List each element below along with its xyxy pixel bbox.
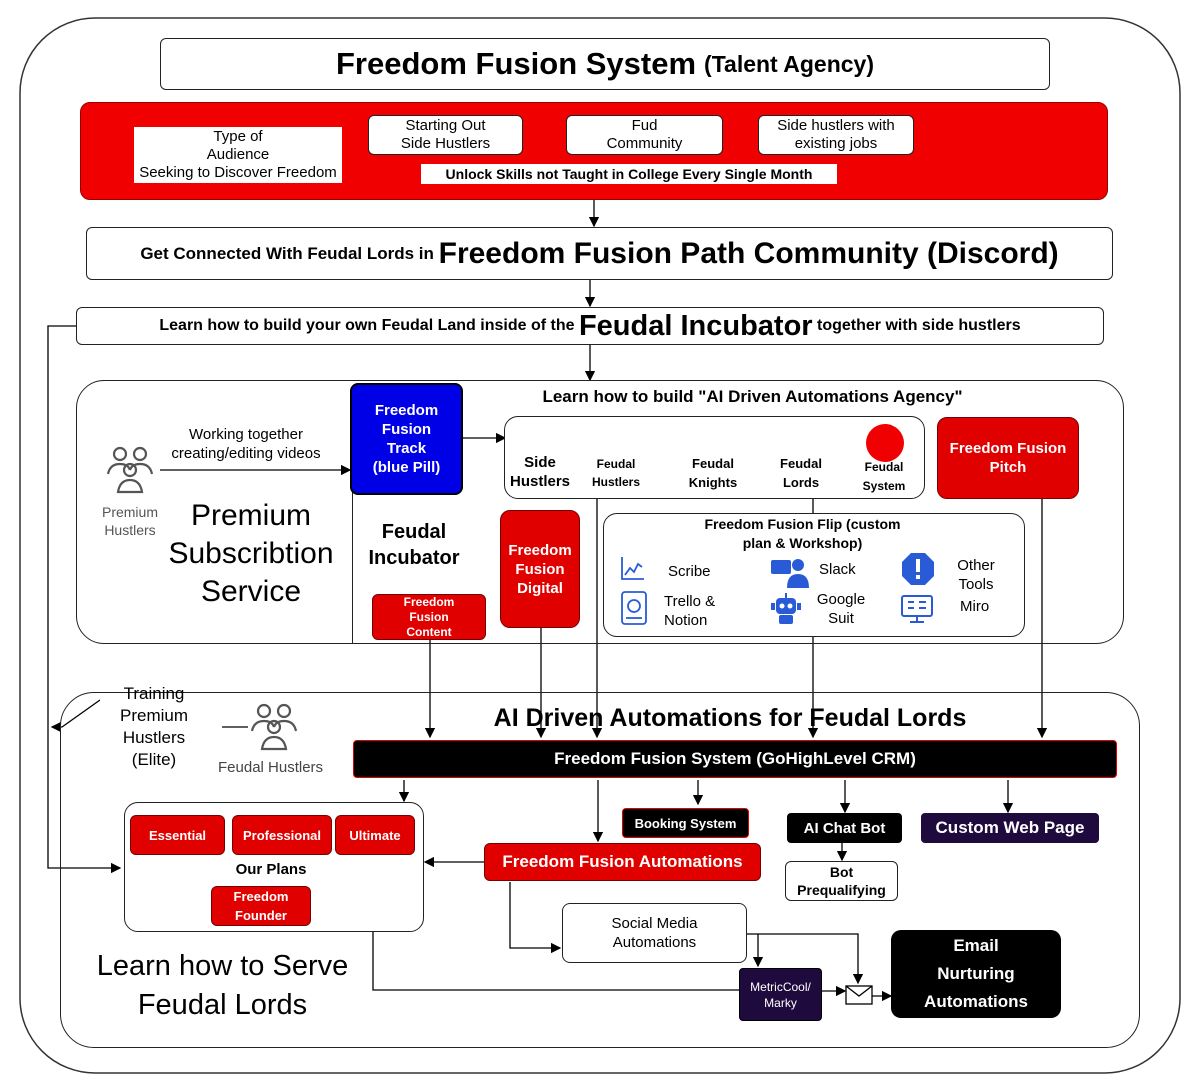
level-feudal-hustlers: Feudal Hustlers [591, 457, 641, 489]
incubator-divider [352, 470, 372, 644]
fusion-digital-box: Freedom Fusion Digital [500, 510, 580, 628]
plans-label: Our Plans [235, 860, 307, 878]
serve-label: Learn how to Serve Feudal Lords [96, 950, 349, 1021]
robot-icon [771, 593, 801, 624]
chart-line-icon [621, 557, 644, 580]
premium-service-label: Premium Subscribtion Service [168, 499, 334, 608]
bot-prequalifying-box: Bot Prequalifying [785, 861, 898, 901]
levels-box [504, 416, 925, 499]
document-icon [621, 591, 647, 625]
people-group-icon [106, 446, 154, 494]
feudal-hustlers-label: Feudal Hustlers [218, 759, 324, 776]
metriccool-box: MetricCool/ Marky [739, 968, 822, 1021]
incubator-bar-prefix: Learn how to build your own Feudal Land … [159, 317, 579, 334]
audience-type-label: Type of Audience Seeking to Discover Fre… [134, 127, 342, 183]
alert-icon [902, 553, 934, 585]
incubator-bar: Learn how to build your own Feudal Land … [76, 307, 1104, 345]
audience-group-1: Starting Out Side Hustlers [368, 115, 523, 155]
level-feudal-lords: Feudal Lords [780, 456, 822, 490]
fusion-pitch-box: Freedom Fusion Pitch [937, 417, 1079, 499]
community-title: Freedom Fusion Path Community (Discord) [438, 236, 1059, 270]
level-side-hustlers: Side Hustlers [509, 454, 571, 490]
audience-tagline: Unlock Skills not Taught in College Ever… [421, 164, 837, 184]
feudal-incubator-label: Feudal Incubator [368, 521, 460, 569]
monitor-grid-icon [901, 595, 933, 623]
tool-google: Google Suit [816, 591, 866, 627]
training-label: Training Premium Hustlers (Elite) [100, 684, 208, 769]
plan-founder: Freedom Founder [211, 886, 311, 926]
incubator-bar-title: Feudal Incubator [578, 309, 813, 342]
working-together-label: Working together creating/editing videos [171, 426, 321, 462]
title-sub: (Talent Agency) [704, 50, 874, 77]
audience-group-3: Side hustlers with existing jobs [758, 115, 914, 155]
plan-ultimate: Ultimate [335, 815, 415, 855]
tool-scribe: Scribe [668, 563, 711, 580]
title-box: Freedom Fusion System (Talent Agency) [160, 38, 1050, 90]
community-prefix: Get Connected With Feudal Lords in [140, 243, 439, 263]
fusion-content-box: Freedom Fusion Content [372, 594, 486, 640]
chat-person-icon [771, 559, 809, 588]
incubator-bar-suffix: together with side hustlers [812, 317, 1021, 334]
fusion-automations-box: Freedom Fusion Automations [484, 843, 761, 881]
level-feudal-knights: Feudal Knights [688, 456, 738, 490]
email-nurturing-box: Email Nurturing Automations [891, 930, 1061, 1018]
automations-heading: AI Driven Automations for Feudal Lords [493, 703, 967, 732]
fusion-track-box: Freedom Fusion Track (blue Pill) [350, 383, 463, 495]
red-circle-icon [866, 424, 904, 462]
flip-box [603, 513, 1025, 637]
level-feudal-system: Feudal System [862, 460, 906, 493]
booking-system-box: Booking System [622, 808, 749, 838]
crm-bar: Freedom Fusion System (GoHighLevel CRM) [353, 740, 1117, 778]
ai-chat-bot-box: AI Chat Bot [787, 813, 902, 843]
premium-hustlers-label: Premium Hustlers [101, 504, 158, 538]
agency-section [76, 380, 1124, 644]
automations-section [60, 692, 1140, 1048]
community-bar: Get Connected With Feudal Lords in Freed… [86, 227, 1113, 280]
social-media-box: Social Media Automations [562, 903, 747, 963]
tool-other: Other Tools [957, 557, 995, 593]
people-group-icon-2 [250, 703, 298, 751]
envelope-icon [845, 985, 873, 1005]
plan-professional: Professional [232, 815, 332, 855]
flip-title: Freedom Fusion Flip (custom plan & Works… [704, 516, 901, 551]
plan-essential: Essential [130, 815, 225, 855]
tool-trello: Trello & Notion [664, 593, 716, 629]
audience-group-2: Fud Community [566, 115, 723, 155]
tool-miro: Miro [960, 598, 990, 615]
custom-web-page-box: Custom Web Page [921, 813, 1099, 843]
tool-slack: Slack [819, 561, 856, 578]
title-main: Freedom Fusion System [336, 46, 697, 81]
agency-heading: Learn how to build "AI Driven Automation… [542, 387, 963, 406]
